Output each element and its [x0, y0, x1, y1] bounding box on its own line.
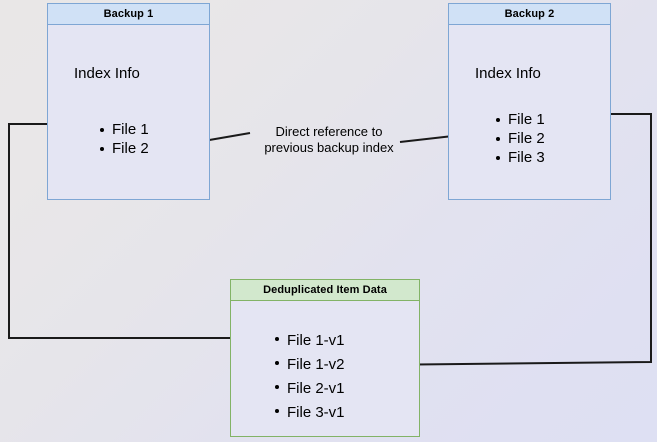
- list-item[interactable]: File 1-v2: [273, 353, 345, 377]
- list-item[interactable]: File 3: [494, 148, 545, 167]
- node-dedup-header: Deduplicated Item Data: [231, 280, 419, 301]
- node-backup-2[interactable]: Backup 2 Index Info File 1 File 2 File 3: [448, 3, 611, 200]
- list-item[interactable]: File 1: [494, 110, 545, 129]
- list-item[interactable]: File 2-v1: [273, 377, 345, 401]
- node-backup-1-header: Backup 1: [48, 4, 209, 25]
- node-dedup-body: File 1-v1 File 1-v2 File 2-v1 File 3-v1: [231, 301, 419, 436]
- backup-1-index-info-label: Index Info: [74, 65, 140, 82]
- node-backup-2-header: Backup 2: [449, 4, 610, 25]
- backup-2-file-list: File 1 File 2 File 3: [494, 110, 545, 167]
- node-deduplicated-item-data[interactable]: Deduplicated Item Data File 1-v1 File 1-…: [230, 279, 420, 437]
- list-item[interactable]: File 3-v1: [273, 401, 345, 425]
- list-item[interactable]: File 1-v1: [273, 329, 345, 353]
- node-backup-1[interactable]: Backup 1 Index Info File 1 File 2: [47, 3, 210, 200]
- list-item[interactable]: File 2: [494, 129, 545, 148]
- node-backup-1-body: Index Info File 1 File 2: [48, 25, 209, 199]
- backup-1-file-list: File 1 File 2: [98, 120, 149, 158]
- backup-2-index-info-label: Index Info: [475, 65, 541, 82]
- edge-caption-line-2: previous backup index: [264, 140, 394, 155]
- edge-caption-line-1: Direct reference to: [275, 124, 383, 139]
- edge-caption-direct-reference: Direct reference to previous backup inde…: [243, 124, 415, 156]
- list-item[interactable]: File 2: [98, 139, 149, 158]
- dedup-file-list: File 1-v1 File 1-v2 File 2-v1 File 3-v1: [273, 329, 345, 425]
- node-backup-2-body: Index Info File 1 File 2 File 3: [449, 25, 610, 199]
- list-item[interactable]: File 1: [98, 120, 149, 139]
